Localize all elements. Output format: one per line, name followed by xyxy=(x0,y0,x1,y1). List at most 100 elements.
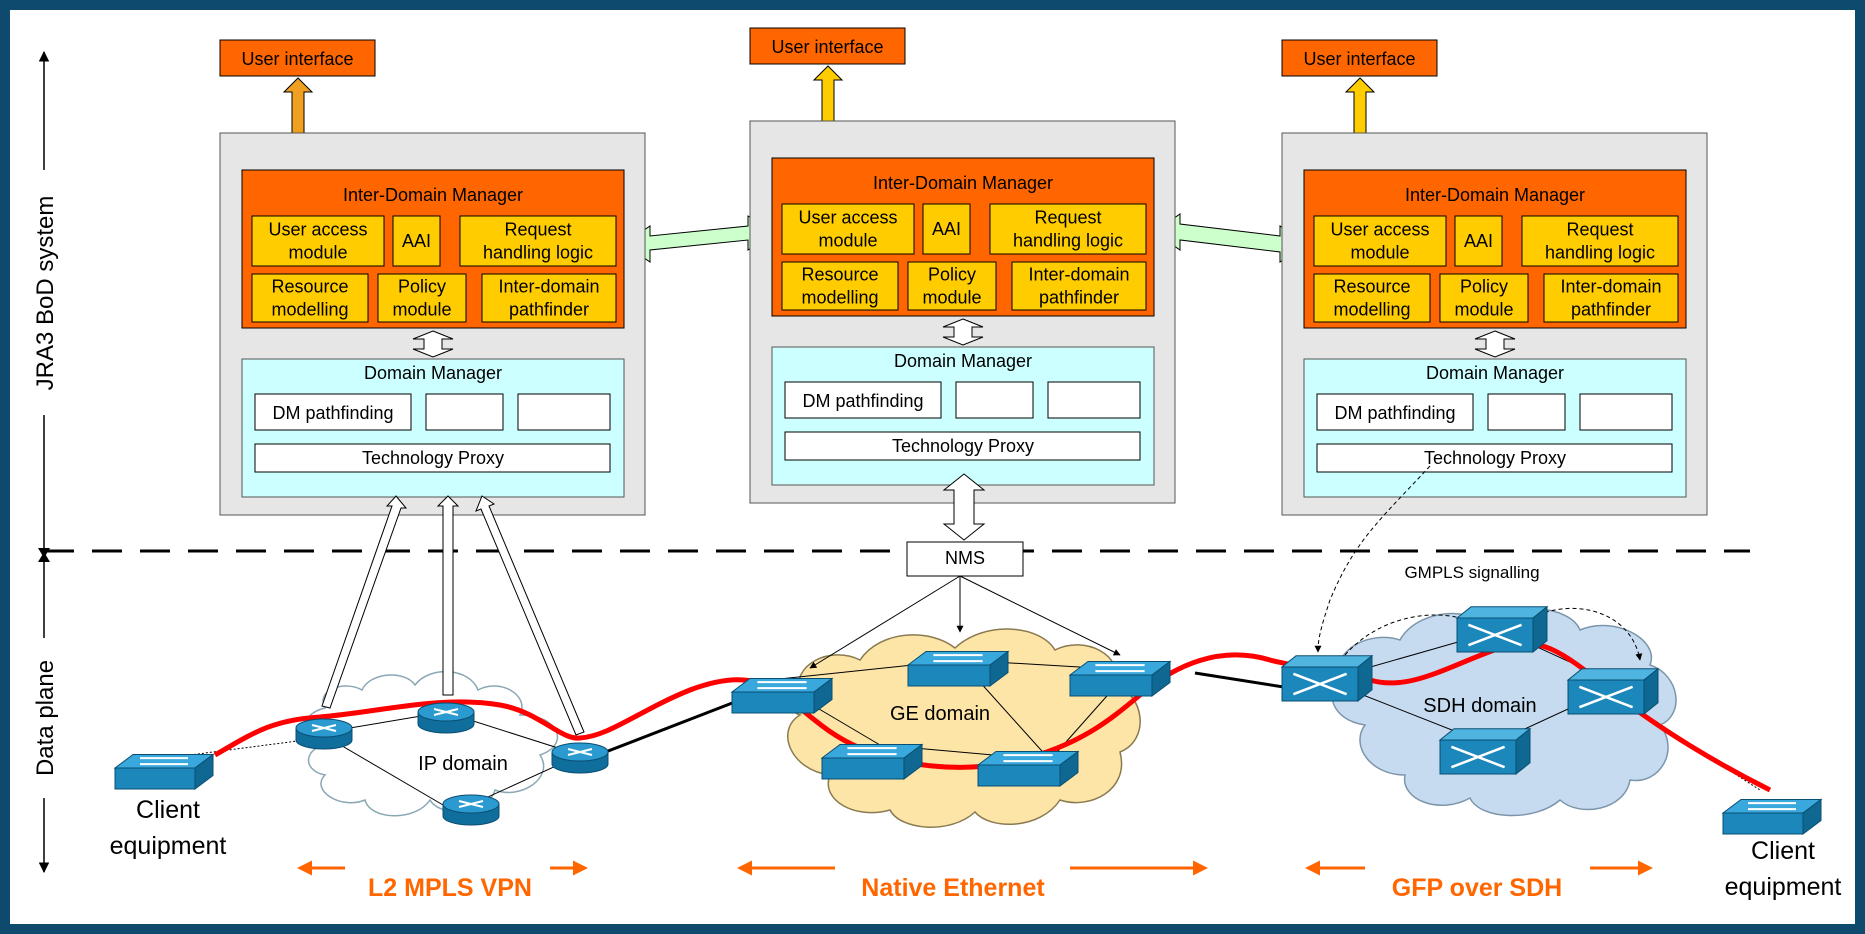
inter-domain-pathfinder-box[interactable] xyxy=(1543,273,1679,323)
data-plane-label: Data plane xyxy=(32,660,59,776)
aai-module-label: AAI xyxy=(1464,231,1493,251)
side-scale: JRA3 BoD system Data plane xyxy=(30,50,59,874)
resource-modelling-box[interactable] xyxy=(1313,273,1431,323)
ge-switch-2[interactable] xyxy=(906,650,1010,687)
nms-links xyxy=(809,575,1121,669)
domain-manager-title: Domain Manager xyxy=(364,363,502,383)
policy-module-box[interactable] xyxy=(1439,273,1529,323)
ip-router-3[interactable] xyxy=(551,742,609,774)
inter-domain-manager-title: Inter-Domain Manager xyxy=(1405,185,1585,205)
dm2-to-nms-arrow xyxy=(942,473,986,541)
policy-module-box[interactable] xyxy=(377,273,467,323)
sdh-crossconnect-3[interactable] xyxy=(1566,667,1660,716)
tech-label-native-ethernet: Native Ethernet xyxy=(861,874,1045,902)
domain-manager-title: Domain Manager xyxy=(894,351,1032,371)
user-interface-box[interactable] xyxy=(1281,39,1438,77)
ip-domain-label: IP domain xyxy=(418,753,508,775)
bod-system-label: JRA3 BoD system xyxy=(32,196,59,391)
idm-to-dm-arrow xyxy=(412,330,454,358)
user-interface-box[interactable] xyxy=(219,39,376,77)
dm-pathfinding-label: DM pathfinding xyxy=(1334,403,1455,423)
client-switch-left[interactable] xyxy=(113,753,215,790)
policy-module-box[interactable] xyxy=(907,261,997,311)
ge-switch-5[interactable] xyxy=(976,750,1080,787)
dm-pathfinding-label: DM pathfinding xyxy=(802,391,923,411)
resource-modelling-box[interactable] xyxy=(251,273,369,323)
user-access-module-box[interactable] xyxy=(781,203,915,255)
nms-label: NMS xyxy=(945,548,985,568)
user-interface-label: User interface xyxy=(1303,49,1415,69)
inter-domain-pathfinder-box[interactable] xyxy=(1011,261,1147,311)
dm-empty-slot xyxy=(955,381,1034,419)
technology-proxy-box[interactable] xyxy=(1316,443,1673,473)
dm-pathfinding-box[interactable] xyxy=(254,393,412,431)
ip-router-4[interactable] xyxy=(442,794,500,826)
request-handling-logic-box[interactable] xyxy=(459,215,617,267)
inter-domain-manager-title: Inter-Domain Manager xyxy=(873,173,1053,193)
request-handling-logic-box[interactable] xyxy=(989,203,1147,255)
user-access-module-box[interactable] xyxy=(1313,215,1447,267)
ip-router-2[interactable] xyxy=(417,702,475,734)
aai-module-label: AAI xyxy=(402,231,431,251)
inter-domain-pathfinder-box[interactable] xyxy=(481,273,617,323)
dm-empty-slot xyxy=(1487,393,1566,431)
dm-pathfinding-label: DM pathfinding xyxy=(272,403,393,423)
aai-module-label: AAI xyxy=(932,219,961,239)
user-interface-label: User interface xyxy=(241,49,353,69)
dm-pathfinding-box[interactable] xyxy=(1316,393,1474,431)
inter-domain-manager-title: Inter-Domain Manager xyxy=(343,185,523,205)
sdh-crossconnect-4[interactable] xyxy=(1438,727,1532,776)
dm-empty-slot xyxy=(1579,393,1673,431)
user-interface-box[interactable] xyxy=(749,27,906,65)
technology-proxy-box[interactable] xyxy=(784,431,1141,461)
technology-proxy-box[interactable] xyxy=(254,443,611,473)
domain-manager-title: Domain Manager xyxy=(1426,363,1564,383)
ge-switch-1[interactable] xyxy=(730,677,834,714)
tech-label-l2-mpls-vpn: L2 MPLS VPN xyxy=(368,874,532,902)
dm-pathfinding-box[interactable] xyxy=(784,381,942,419)
sdh-crossconnect-1[interactable] xyxy=(1280,654,1374,703)
aai-module-box[interactable] xyxy=(1454,215,1503,267)
user-access-module-box[interactable] xyxy=(251,215,385,267)
dm-empty-slot xyxy=(1047,381,1141,419)
ge-switch-4[interactable] xyxy=(820,743,924,780)
request-handling-logic-box[interactable] xyxy=(1521,215,1679,267)
technology-spans xyxy=(297,852,1653,886)
inter-domain-link-1 xyxy=(589,698,741,760)
aai-module-box[interactable] xyxy=(922,203,971,255)
idm-to-dm-arrow xyxy=(1474,330,1516,358)
tech-label-gfp-over-sdh: GFP over SDH xyxy=(1392,874,1562,902)
ge-switch-3[interactable] xyxy=(1068,660,1172,697)
ip-domain-cloud xyxy=(304,671,559,817)
ip-router-1[interactable] xyxy=(295,718,353,750)
idm-to-dm-arrow xyxy=(942,318,984,346)
resource-modelling-box[interactable] xyxy=(781,261,899,311)
user-interface-label: User interface xyxy=(771,37,883,57)
dm-empty-slot xyxy=(425,393,504,431)
dm1-control-arrows xyxy=(321,495,585,736)
client-switch-right[interactable] xyxy=(1721,798,1823,835)
sdh-crossconnect-2[interactable] xyxy=(1455,605,1549,654)
aai-module-box[interactable] xyxy=(392,215,441,267)
